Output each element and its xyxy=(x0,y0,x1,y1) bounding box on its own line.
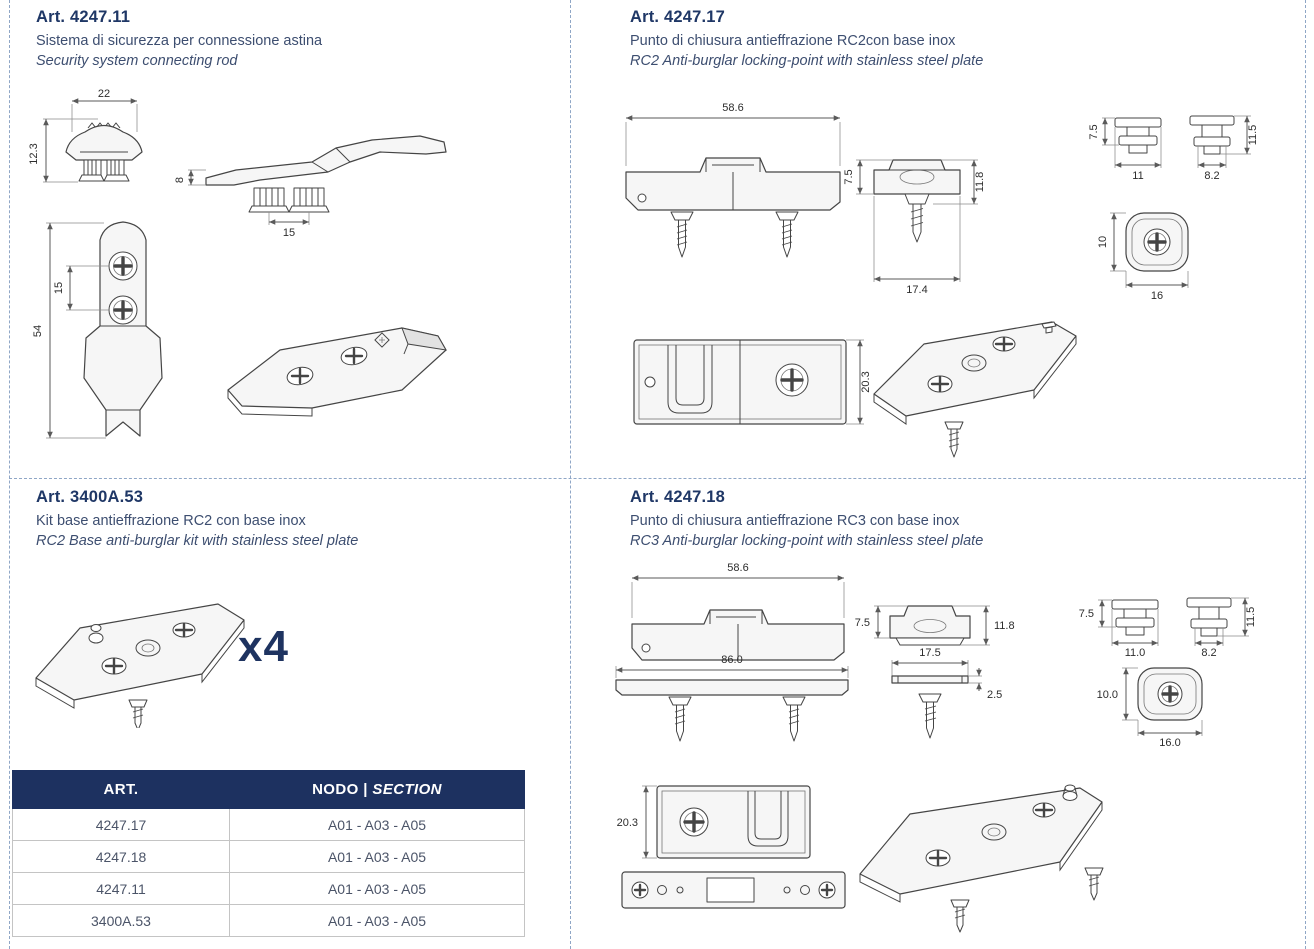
table-header-art: ART. xyxy=(12,770,230,809)
section-4247-18-header: Art. 4247.18 Punto di chiusura antieffra… xyxy=(630,488,1290,549)
section-view: 7.5 11.8 17.4 xyxy=(843,159,986,296)
dim-label: 15 xyxy=(283,227,295,239)
table-header-row: ART. NODO | SECTION xyxy=(12,770,525,809)
section-3400a-53-header: Art. 3400A.53 Kit base antieffrazione RC… xyxy=(36,488,556,549)
title-italian: Kit base antieffrazione RC2 con base ino… xyxy=(36,513,306,529)
title-italian: Punto di chiusura antieffrazione RC3 con… xyxy=(630,513,960,529)
title-italian: Sistema di sicurezza per connessione ast… xyxy=(36,33,323,49)
lever-side-view: 8 15 xyxy=(174,135,447,239)
dim-label: 8.2 xyxy=(1201,647,1216,659)
dim-label: 20.3 xyxy=(617,817,638,829)
cell-nodo: A01 - A03 - A05 xyxy=(229,808,525,841)
bar-view: 86.0 xyxy=(615,654,849,742)
cell-art: 4247.18 xyxy=(12,840,230,873)
dim-label: 2.5 xyxy=(987,689,1002,701)
table-row: 4247.18 A01 - A03 - A05 xyxy=(12,840,525,873)
dim-label: 17.4 xyxy=(906,284,927,296)
art-number: Art. 4247.11 xyxy=(36,8,131,26)
drawing-3400a-53 xyxy=(35,603,245,728)
pin-views: 7.5 11 11.5 8.2 xyxy=(1088,115,1259,182)
dim-label: 58.6 xyxy=(727,562,748,574)
table-row: 3400A.53 A01 - A03 - A05 xyxy=(12,904,525,937)
dim-label: 10.0 xyxy=(1097,689,1118,701)
dim-label: 12.3 xyxy=(28,143,40,164)
cell-art: 3400A.53 xyxy=(12,904,230,937)
oval-base-view: 10 16 xyxy=(1097,212,1189,302)
dim-label: 7.5 xyxy=(855,617,870,629)
section-table: ART. NODO | SECTION 4247.17 A01 - A03 - … xyxy=(12,770,525,937)
art-number: Art. 4247.17 xyxy=(630,8,726,26)
title-english: RC3 Anti-burglar locking-point with stai… xyxy=(630,533,984,549)
table-row: 4247.17 A01 - A03 - A05 xyxy=(12,808,525,841)
title-italian: Punto di chiusura antieffrazione RC2con … xyxy=(630,33,956,49)
locking-plate-top-view: 58.6 xyxy=(631,562,845,661)
dim-label: 10 xyxy=(1097,236,1109,248)
cell-art: 4247.11 xyxy=(12,872,230,905)
header-nodo-label: NODO | xyxy=(312,781,368,798)
connector-plate-front-view: 15 54 xyxy=(32,221,163,439)
art-number: Art. 3400A.53 xyxy=(36,488,144,506)
title-english: Security system connecting rod xyxy=(36,53,238,69)
dim-label: 22 xyxy=(98,88,110,100)
dim-label: 86.0 xyxy=(721,654,742,666)
table-row: 4247.11 A01 - A03 - A05 xyxy=(12,872,525,905)
dim-label: 11.8 xyxy=(974,172,986,193)
kit-isometric-view xyxy=(35,603,245,728)
section-view: 7.5 11.8 17.5 2.5 xyxy=(855,605,1015,739)
dim-label: 7.5 xyxy=(843,169,855,184)
section-4247-11-header: Art. 4247.11 Sistema di sicurezza per co… xyxy=(36,8,556,69)
section-4247-17-header: Art. 4247.17 Punto di chiusura antieffra… xyxy=(630,8,1290,69)
dim-label: 11.8 xyxy=(994,620,1015,632)
header-art-label: ART. xyxy=(103,781,139,798)
strike-plate-view xyxy=(621,871,846,909)
cell-nodo: A01 - A03 - A05 xyxy=(229,840,525,873)
oval-base-view: 10.0 16.0 xyxy=(1097,667,1203,749)
cell-nodo: A01 - A03 - A05 xyxy=(229,872,525,905)
plate-front-view: 20.3 xyxy=(633,339,872,425)
cam-front-view: 22 12.3 xyxy=(28,88,143,183)
dim-label: 8 xyxy=(174,177,186,183)
header-section-label: SECTION xyxy=(372,781,442,798)
dim-label: 16.0 xyxy=(1159,737,1180,749)
divider-horizontal xyxy=(9,478,1306,479)
dim-label: 11.5 xyxy=(1247,125,1259,146)
divider-right xyxy=(1305,0,1306,949)
quantity-multiplier: x4 xyxy=(238,622,289,671)
plate-front-view: 20.3 xyxy=(617,785,811,859)
drawing-4247-11: 22 12.3 8 xyxy=(28,88,447,439)
dim-label: 20.3 xyxy=(860,371,872,392)
cell-art: 4247.17 xyxy=(12,808,230,841)
dim-label: 8.2 xyxy=(1204,170,1219,182)
cell-nodo: A01 - A03 - A05 xyxy=(229,904,525,937)
drawing-4247-18: 58.6 86.0 7.5 11. xyxy=(615,562,1257,933)
pin-views: 7.5 11.0 11.5 8.2 xyxy=(1079,597,1257,659)
dim-label: 58.6 xyxy=(722,102,743,114)
dim-label: 7.5 xyxy=(1088,124,1100,139)
dim-label: 17.5 xyxy=(919,647,940,659)
art-number: Art. 4247.18 xyxy=(630,488,726,506)
title-english: RC2 Base anti-burglar kit with stainless… xyxy=(36,533,359,549)
dim-label: 15 xyxy=(53,282,65,294)
locking-plate-top-view: 58.6 xyxy=(625,102,841,258)
isometric-assembly xyxy=(873,321,1077,458)
dim-label: 16 xyxy=(1151,290,1163,302)
isometric-view xyxy=(227,327,447,417)
drawing-4247-17: 58.6 7.5 11.8 17.4 xyxy=(625,102,1259,458)
dim-label: 11.5 xyxy=(1245,607,1257,628)
divider-left xyxy=(9,0,10,949)
divider-center xyxy=(570,0,571,949)
table-header-nodo: NODO | SECTION xyxy=(229,770,525,809)
isometric-assembly xyxy=(859,784,1104,933)
dim-label: 7.5 xyxy=(1079,608,1094,620)
dim-label: 54 xyxy=(32,325,44,337)
title-english: RC2 Anti-burglar locking-point with stai… xyxy=(630,53,984,69)
dim-label: 11.0 xyxy=(1125,647,1146,659)
dim-label: 11 xyxy=(1132,170,1143,182)
